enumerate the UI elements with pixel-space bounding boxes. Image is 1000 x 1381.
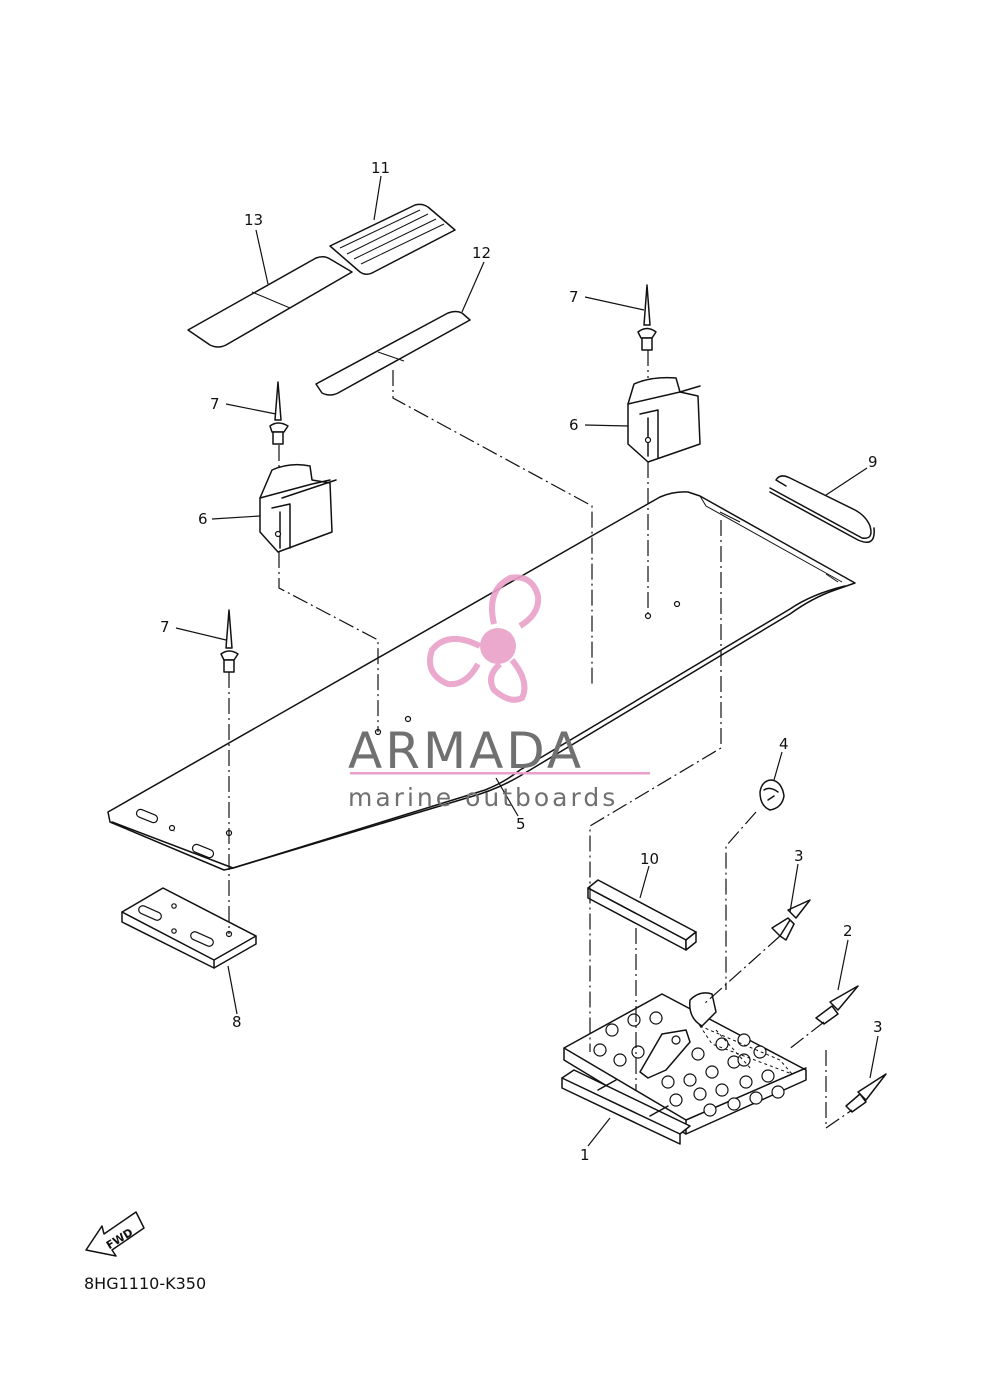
clip-4: [759, 779, 785, 811]
drawing-code: 8HG1110-K350: [84, 1274, 206, 1293]
callout-1: 1: [580, 1146, 590, 1164]
watermark-underline: [350, 772, 650, 775]
plate-holes: [593, 1011, 785, 1117]
plate-8: [121, 887, 257, 969]
rivet-left-lower: [220, 609, 239, 673]
pad-11: [329, 203, 456, 276]
fwd-arrow-icon: FWD: [85, 1211, 145, 1257]
hook-9: [769, 475, 875, 543]
callout-2: 2: [843, 922, 853, 940]
leader-lines: [175, 175, 879, 1147]
callout-7-left-upper: 7: [210, 395, 220, 413]
callout-6-left: 6: [198, 510, 208, 528]
watermark: ARMADA marine outboards: [348, 574, 650, 812]
callout-3-lower: 3: [873, 1018, 883, 1036]
propeller-logo-icon: [427, 574, 542, 703]
pad-13: [187, 255, 353, 348]
callout-12: 12: [472, 244, 491, 262]
callout-7-right-upper: 7: [569, 288, 579, 306]
rivet-left-upper: [269, 381, 289, 445]
callout-7-left-lower: 7: [160, 618, 170, 636]
pad-12: [315, 310, 471, 396]
callout-3-upper: 3: [794, 847, 804, 865]
bracket-right: [627, 376, 701, 463]
callout-10: 10: [640, 850, 659, 868]
callout-9: 9: [868, 453, 878, 471]
assembly-lines: [228, 350, 853, 1130]
callout-4: 4: [779, 735, 789, 753]
callout-5: 5: [516, 815, 526, 833]
watermark-tagline: marine outboards: [348, 783, 618, 812]
callouts: 1 2 3 3 4 5 6 6 7 7 7 8 9 10 11 12 13: [160, 159, 883, 1164]
rivet-right-upper: [637, 284, 657, 351]
push-rivet-3-upper: [771, 899, 811, 941]
callout-6-right: 6: [569, 416, 579, 434]
callout-13: 13: [244, 211, 263, 229]
push-rivet-3-lower: [845, 1073, 887, 1113]
deck-plate: [107, 491, 856, 871]
bracket-left: [259, 463, 337, 553]
perforated-plate-1: [561, 992, 807, 1145]
push-rivet-2: [815, 985, 859, 1025]
callout-8: 8: [232, 1013, 242, 1031]
callout-11: 11: [371, 159, 390, 177]
watermark-brand: ARMADA: [348, 722, 584, 780]
block-10: [587, 879, 697, 951]
